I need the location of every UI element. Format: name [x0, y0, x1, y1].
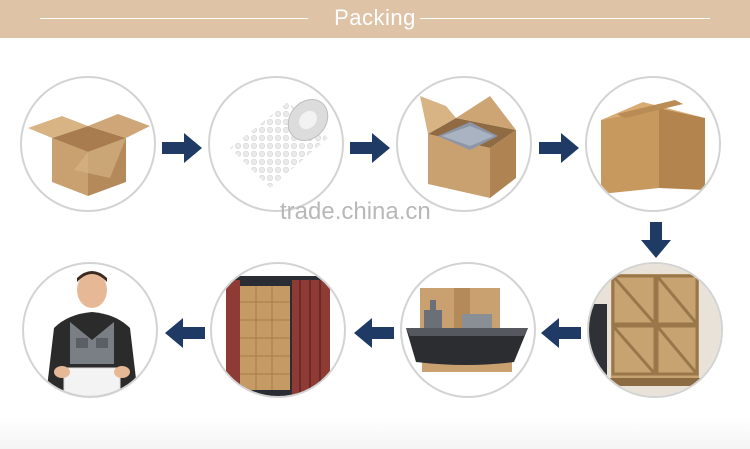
- cargo-ship-icon: [406, 288, 528, 372]
- watermark-text: trade.china.cn: [280, 198, 431, 225]
- floor-reflection: [0, 418, 750, 449]
- step-wooden-crates: [587, 262, 723, 398]
- arrow-right-icon: [162, 133, 202, 163]
- header-divider-left: [40, 18, 308, 19]
- step-cargo-ship: [400, 262, 536, 398]
- header-bar: Packing: [0, 0, 750, 38]
- bubble-wrap-roll-icon: [230, 99, 329, 188]
- step-open-box: [20, 76, 156, 212]
- arrow-left-icon: [354, 318, 394, 348]
- step-bubble-wrap: [208, 76, 344, 212]
- step-packed-item: [396, 76, 532, 212]
- arrow-right-icon: [539, 133, 579, 163]
- arrow-left-icon: [541, 318, 581, 348]
- arrow-down-icon: [641, 222, 671, 258]
- header-divider-right: [420, 18, 710, 19]
- step-sealed-box: [585, 76, 721, 212]
- shipping-container-icon: [226, 276, 330, 396]
- open-cardboard-box-icon: [28, 114, 150, 196]
- page-title: Packing: [334, 5, 416, 30]
- wooden-crates-on-pallet-icon: [589, 264, 721, 396]
- arrow-left-icon: [165, 318, 205, 348]
- sealed-cardboard-box-icon: [601, 100, 705, 194]
- arrow-right-icon: [350, 133, 390, 163]
- step-container: [210, 262, 346, 398]
- box-with-wrapped-item-icon: [420, 96, 516, 198]
- step-delivery: [22, 262, 158, 398]
- delivery-person-icon: [46, 271, 138, 396]
